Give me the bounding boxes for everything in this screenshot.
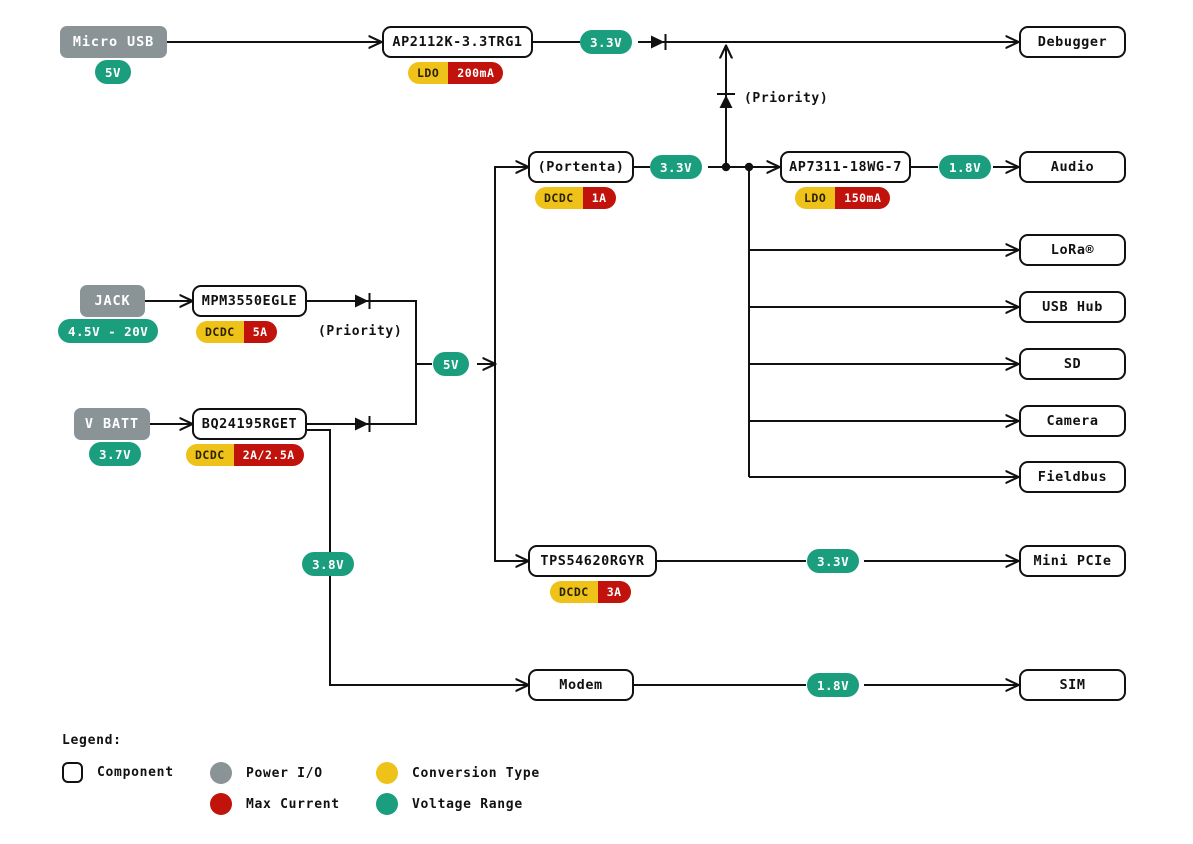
legend-label-component: Component bbox=[97, 765, 174, 780]
max-current-mpm3550: 5A bbox=[243, 321, 277, 343]
wire-5v-to-portenta bbox=[494, 167, 528, 364]
conversion-type-mpm3550: DCDC bbox=[196, 321, 244, 343]
tag-tps54620rgyr: DCDC 3A bbox=[550, 581, 631, 603]
load-mini-pcie[interactable]: Mini PCIe bbox=[1019, 545, 1126, 577]
conversion-type-bq24195: DCDC bbox=[186, 444, 234, 466]
conversion-type-swatch-icon bbox=[376, 762, 398, 784]
voltage-badge-portenta-3v3: 3.3V bbox=[650, 155, 703, 179]
voltage-badge-tps-3v3: 3.3V bbox=[807, 549, 860, 573]
tag-portenta: DCDC 1A bbox=[535, 187, 616, 209]
power-io-swatch-icon bbox=[210, 762, 232, 784]
legend-item-conversion-type: Conversion Type bbox=[376, 762, 540, 784]
conversion-type-ap7311: LDO bbox=[795, 187, 836, 209]
load-audio[interactable]: Audio bbox=[1019, 151, 1126, 183]
legend-item-power-io: Power I/O bbox=[210, 762, 323, 784]
legend-label-max-current: Max Current bbox=[246, 796, 340, 812]
component-bq24195rget[interactable]: BQ24195RGET bbox=[192, 408, 307, 440]
component-modem[interactable]: Modem bbox=[528, 669, 634, 701]
component-ap7311[interactable]: AP7311-18WG-7 bbox=[780, 151, 911, 183]
load-sd[interactable]: SD bbox=[1019, 348, 1126, 380]
load-fieldbus[interactable]: Fieldbus bbox=[1019, 461, 1126, 493]
legend: Legend: Component Power I/O Conversion T… bbox=[62, 733, 602, 828]
load-sim[interactable]: SIM bbox=[1019, 669, 1126, 701]
component-portenta[interactable]: (Portenta) bbox=[528, 151, 634, 183]
voltage-badge-micro-usb: 5V bbox=[95, 60, 132, 84]
load-usb-hub[interactable]: USB Hub bbox=[1019, 291, 1126, 323]
max-current-swatch-icon bbox=[210, 793, 232, 815]
tag-ap2112k: LDO 200mA bbox=[408, 62, 504, 84]
tag-ap7311: LDO 150mA bbox=[795, 187, 891, 209]
voltage-range-swatch-icon bbox=[376, 793, 398, 815]
voltage-badge-jack: 4.5V - 20V bbox=[58, 319, 159, 343]
max-current-bq24195: 2A/2.5A bbox=[233, 444, 304, 466]
voltage-badge-main-5v: 5V bbox=[433, 352, 470, 376]
legend-label-conversion-type: Conversion Type bbox=[412, 765, 540, 781]
power-input-jack[interactable]: JACK bbox=[80, 285, 145, 317]
voltage-badge-v-batt: 3.7V bbox=[89, 442, 142, 466]
legend-title: Legend: bbox=[62, 733, 122, 748]
max-current-tps54620: 3A bbox=[597, 581, 631, 603]
voltage-badge-usb-3v3: 3.3V bbox=[580, 30, 633, 54]
priority-note-left: (Priority) bbox=[318, 324, 403, 339]
wire-bq-out-5v bbox=[307, 364, 417, 425]
tag-mpm3550egle: DCDC 5A bbox=[196, 321, 277, 343]
power-input-micro-usb[interactable]: Micro USB bbox=[60, 26, 167, 58]
component-tps54620rgyr[interactable]: TPS54620RGYR bbox=[528, 545, 657, 577]
load-lora[interactable]: LoRa® bbox=[1019, 234, 1126, 266]
conversion-type-tps54620: DCDC bbox=[550, 581, 598, 603]
legend-item-component: Component bbox=[62, 762, 174, 783]
voltage-badge-modem-1v8: 1.8V bbox=[807, 673, 860, 697]
voltage-badge-batt-3v8: 3.8V bbox=[302, 552, 355, 576]
component-swatch-icon bbox=[62, 762, 83, 783]
junction-dot-3v3-bus bbox=[744, 162, 754, 172]
legend-label-voltage-range: Voltage Range bbox=[412, 796, 523, 812]
junction-dot-priority bbox=[721, 162, 731, 172]
load-camera[interactable]: Camera bbox=[1019, 405, 1126, 437]
power-input-v-batt[interactable]: V BATT bbox=[74, 408, 150, 440]
conversion-type-ap2112k: LDO bbox=[408, 62, 449, 84]
priority-note-top: (Priority) bbox=[744, 91, 829, 106]
legend-label-power-io: Power I/O bbox=[246, 765, 323, 781]
load-debugger[interactable]: Debugger bbox=[1019, 26, 1126, 58]
voltage-badge-ap7311-1v8: 1.8V bbox=[939, 155, 992, 179]
tag-bq24195rget: DCDC 2A/2.5A bbox=[186, 444, 304, 466]
component-mpm3550egle[interactable]: MPM3550EGLE bbox=[192, 285, 307, 317]
wire-5v-to-tps bbox=[494, 364, 528, 561]
legend-item-max-current: Max Current bbox=[210, 793, 340, 815]
diode-bq bbox=[355, 416, 371, 432]
max-current-ap2112k: 200mA bbox=[448, 62, 504, 84]
max-current-portenta: 1A bbox=[582, 187, 616, 209]
diode-usb-rail bbox=[651, 34, 667, 50]
conversion-type-portenta: DCDC bbox=[535, 187, 583, 209]
diode-mpm bbox=[355, 293, 371, 309]
legend-item-voltage-range: Voltage Range bbox=[376, 793, 523, 815]
component-ap2112k[interactable]: AP2112K-3.3TRG1 bbox=[382, 26, 533, 58]
diode-priority-vertical bbox=[717, 93, 735, 108]
max-current-ap7311: 150mA bbox=[835, 187, 891, 209]
